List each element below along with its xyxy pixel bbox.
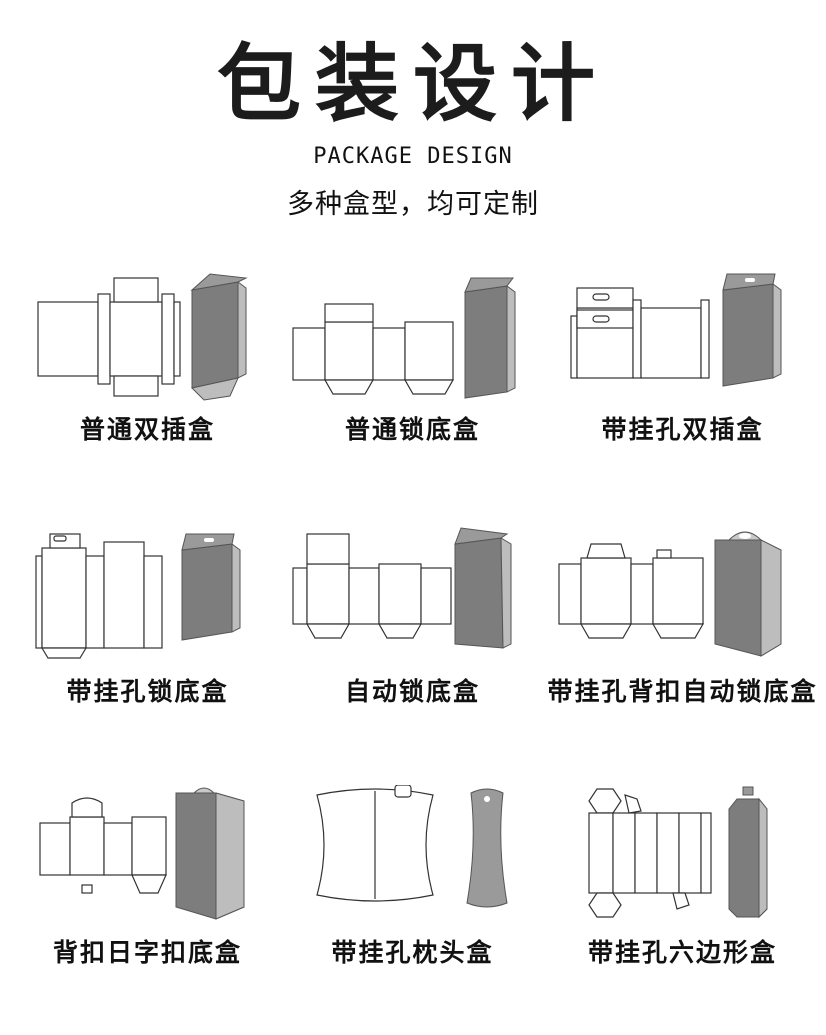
- box-type-3: 带挂孔双插盒: [545, 260, 820, 510]
- box-label: 带挂孔背扣自动锁底盒: [547, 677, 818, 706]
- box-type-8: 带挂孔枕头盒: [275, 785, 550, 1035]
- box-type-5: 自动锁底盒: [275, 520, 550, 770]
- box-type-4: 带挂孔锁底盒: [10, 520, 285, 770]
- page-title: 包装设计: [216, 35, 609, 133]
- subtitle-english: PACKAGE DESIGN: [313, 144, 513, 169]
- box-type-2: 普通锁底盒: [275, 260, 550, 510]
- dieline-illustration: [588, 786, 768, 919]
- dieline-illustration: [570, 273, 782, 387]
- box-type-9: 带挂孔六边形盒: [545, 785, 820, 1035]
- box-label: 带挂孔锁底盒: [66, 677, 229, 706]
- dieline-illustration: [316, 785, 508, 908]
- dieline-illustration: [37, 273, 248, 401]
- box-label: 带挂孔六边形盒: [587, 938, 777, 967]
- box-label: 自动锁底盒: [344, 677, 480, 706]
- dieline-illustration: [558, 531, 782, 657]
- dieline-illustration: [292, 527, 512, 649]
- box-label: 普通锁底盒: [344, 415, 480, 444]
- box-label: 带挂孔枕头盒: [331, 938, 494, 967]
- box-type-7: 背扣日字扣底盒: [10, 785, 285, 1035]
- dieline-illustration: [35, 533, 241, 659]
- box-type-1: 普通双插盒: [10, 260, 285, 510]
- dieline-illustration: [39, 787, 245, 920]
- box-label: 带挂孔双插盒: [601, 415, 764, 444]
- box-label: 背扣日字扣底盒: [52, 938, 242, 967]
- box-label: 普通双插盒: [79, 415, 215, 444]
- subtitle-chinese: 多种盒型，均可定制: [287, 189, 539, 220]
- box-type-6: 带挂孔背扣自动锁底盒: [545, 520, 820, 770]
- dieline-illustration: [292, 277, 516, 399]
